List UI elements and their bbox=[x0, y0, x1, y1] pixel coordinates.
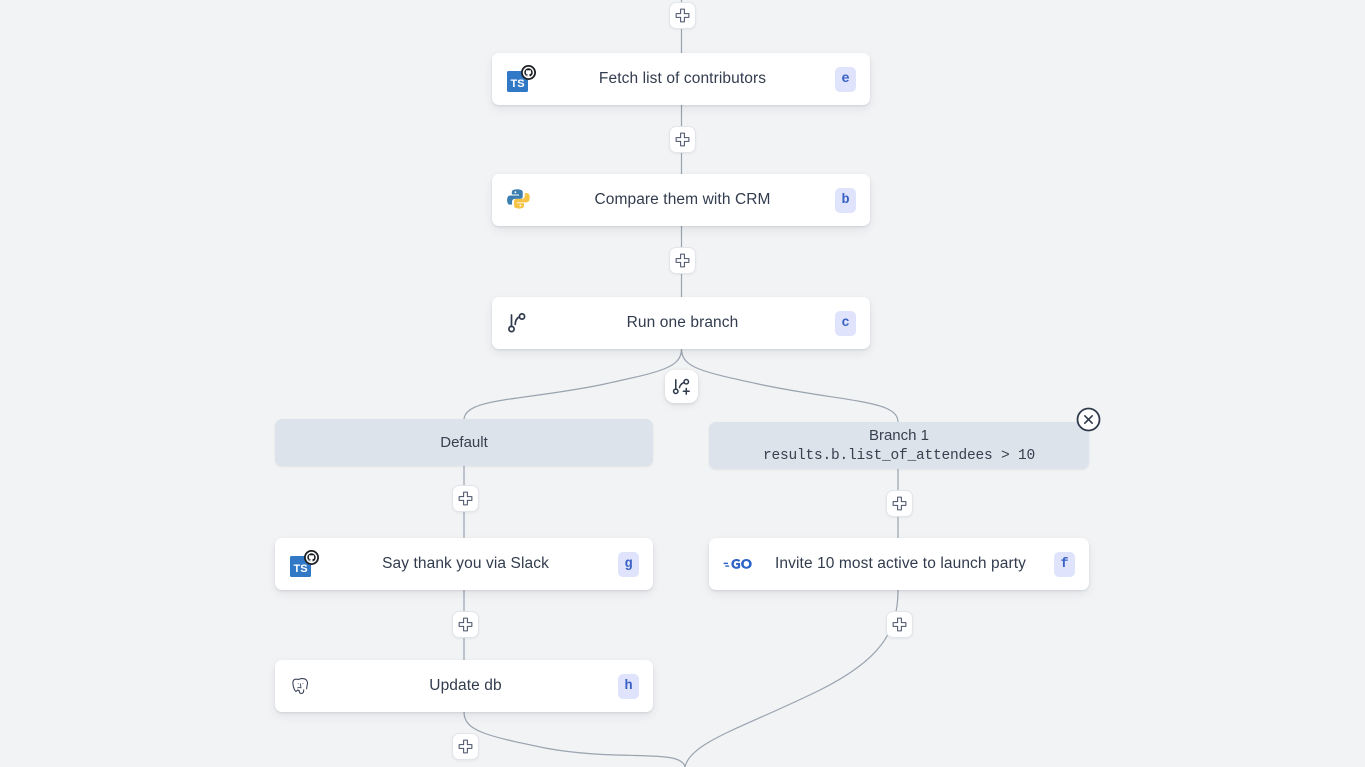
add-step-button-after-updatedb[interactable] bbox=[452, 733, 479, 760]
branch-label-default[interactable]: Default bbox=[275, 419, 653, 466]
add-step-button-after-invite[interactable] bbox=[886, 611, 913, 638]
add-step-button-after-compare[interactable] bbox=[669, 247, 696, 274]
typescript-github-icon: TS bbox=[506, 64, 540, 94]
node-say-thank-you-via-slack[interactable]: TS Say thank you via Slack g bbox=[275, 538, 653, 590]
node-label: Compare them with CRM bbox=[594, 191, 771, 208]
typescript-github-icon: TS bbox=[289, 549, 323, 579]
svg-text:TS: TS bbox=[510, 78, 524, 90]
node-update-db[interactable]: Update db h bbox=[275, 660, 653, 712]
branch-label-branch1[interactable]: Branch 1 results.b.list_of_attendees > 1… bbox=[709, 422, 1089, 469]
node-compare-them-with-crm[interactable]: Compare them with CRM b bbox=[492, 174, 870, 226]
branch-expression: results.b.list_of_attendees > 10 bbox=[762, 447, 1036, 464]
go-icon bbox=[723, 549, 757, 579]
node-run-one-branch[interactable]: Run one branch c bbox=[492, 297, 870, 349]
node-badge[interactable]: c bbox=[835, 310, 856, 336]
node-badge[interactable]: e bbox=[835, 66, 856, 92]
node-label: Fetch list of contributors bbox=[598, 70, 767, 87]
add-branch-button[interactable] bbox=[665, 370, 698, 403]
node-label: Run one branch bbox=[626, 314, 739, 331]
node-label: Invite 10 most active to launch party bbox=[775, 555, 1026, 572]
svg-text:TS: TS bbox=[293, 563, 307, 575]
node-badge[interactable]: h bbox=[618, 673, 639, 699]
git-branch-icon bbox=[506, 308, 540, 338]
add-step-button-branch1[interactable] bbox=[886, 490, 913, 517]
node-badge[interactable]: b bbox=[835, 187, 856, 213]
add-step-button-after-slack[interactable] bbox=[452, 611, 479, 638]
python-icon bbox=[506, 185, 540, 215]
node-badge[interactable]: f bbox=[1054, 551, 1075, 577]
postgresql-icon bbox=[289, 671, 323, 701]
add-step-button-top[interactable] bbox=[669, 2, 696, 29]
node-label: Say thank you via Slack bbox=[382, 555, 549, 572]
branch-title: Branch 1 bbox=[868, 426, 930, 444]
branch-title: Default bbox=[440, 434, 488, 451]
node-badge[interactable]: g bbox=[618, 551, 639, 577]
close-icon[interactable] bbox=[1076, 407, 1101, 432]
node-label: Update db bbox=[429, 677, 502, 694]
node-fetch-list-of-contributors[interactable]: TS Fetch list of contributors e bbox=[492, 53, 870, 105]
node-invite-10-most-active[interactable]: Invite 10 most active to launch party f bbox=[709, 538, 1089, 590]
add-step-button-default-branch[interactable] bbox=[452, 485, 479, 512]
add-step-button-after-fetch[interactable] bbox=[669, 126, 696, 153]
